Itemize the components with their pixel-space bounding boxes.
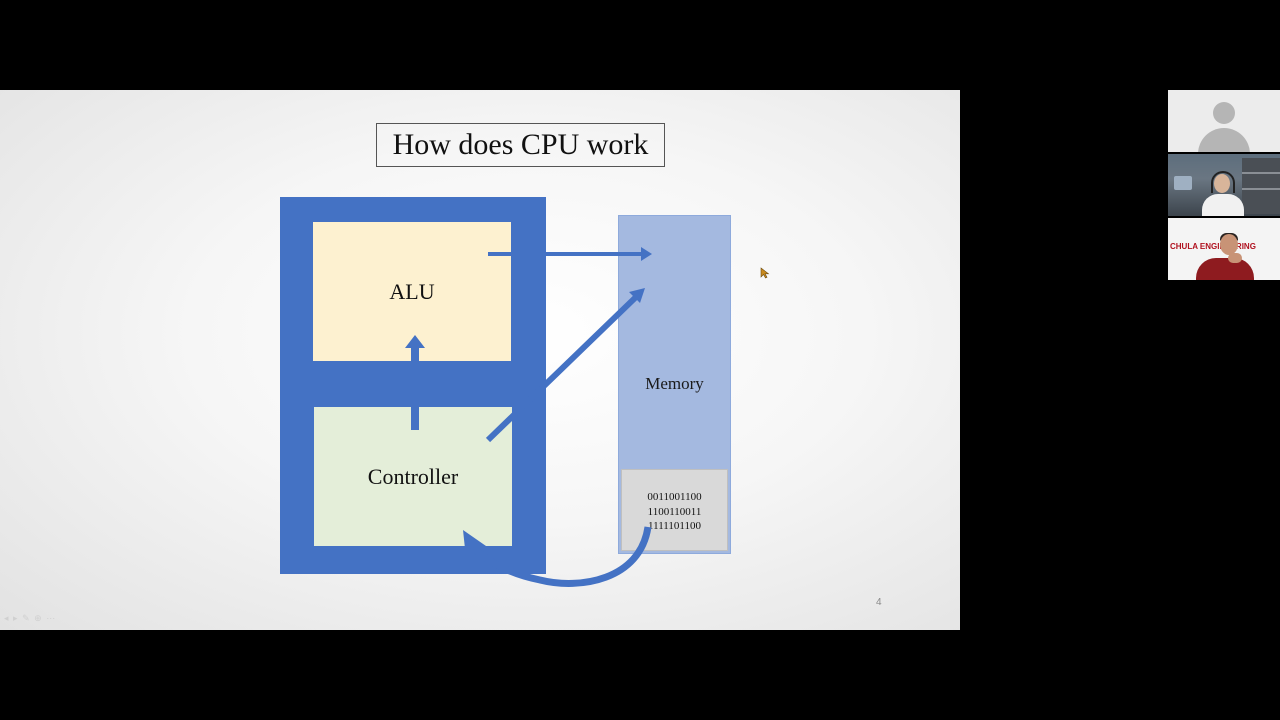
headphones-icon [1211,171,1235,193]
memory-label: Memory [645,374,704,393]
presentation-toolbar[interactable]: ◂ ▸ ✎ ⊕ ⋯ [4,613,56,624]
memory-bits-row: 0011001100 [647,491,702,503]
mouse-pointer-icon [760,267,770,279]
slide-title: How does CPU work [376,123,665,167]
avatar-head-icon [1213,102,1235,124]
memory-bits-row: 1111101100 [648,520,701,532]
controller-box: Controller [314,407,512,546]
alu-label: ALU [389,278,435,304]
pen-icon[interactable]: ✎ [22,613,31,623]
participant-tile-camera[interactable] [1168,154,1280,216]
presenter-hand [1228,253,1242,263]
background-logo-text: CHULA ENGINEERING [1170,242,1256,251]
room-window [1174,176,1192,190]
previous-slide-icon[interactable]: ◂ [4,613,10,623]
more-options-icon[interactable]: ⋯ [46,613,57,623]
presenter-body [1196,258,1254,280]
zoom-icon[interactable]: ⊕ [34,613,43,623]
slide-page-number: 4 [876,597,882,608]
participant-body [1202,194,1244,216]
controller-label: Controller [367,463,459,489]
participant-video-strip: CHULA ENGINEERING [1168,90,1280,282]
participant-tile-avatar[interactable] [1168,90,1280,152]
avatar-shoulders-icon [1198,128,1250,152]
presentation-slide: How does CPU work ALU Controller Memory … [0,90,960,630]
participant-tile-presenter[interactable]: CHULA ENGINEERING [1168,218,1280,280]
next-slide-icon[interactable]: ▸ [13,613,19,623]
room-shelf-line [1242,188,1280,190]
presenter-head [1220,234,1238,255]
room-shelf [1242,158,1280,214]
alu-box: ALU [313,222,511,361]
memory-cells: 0011001100 1100110011 1111101100 [621,469,728,551]
room-shelf-line [1242,172,1280,174]
memory-bits-row: 1100110011 [647,505,702,518]
